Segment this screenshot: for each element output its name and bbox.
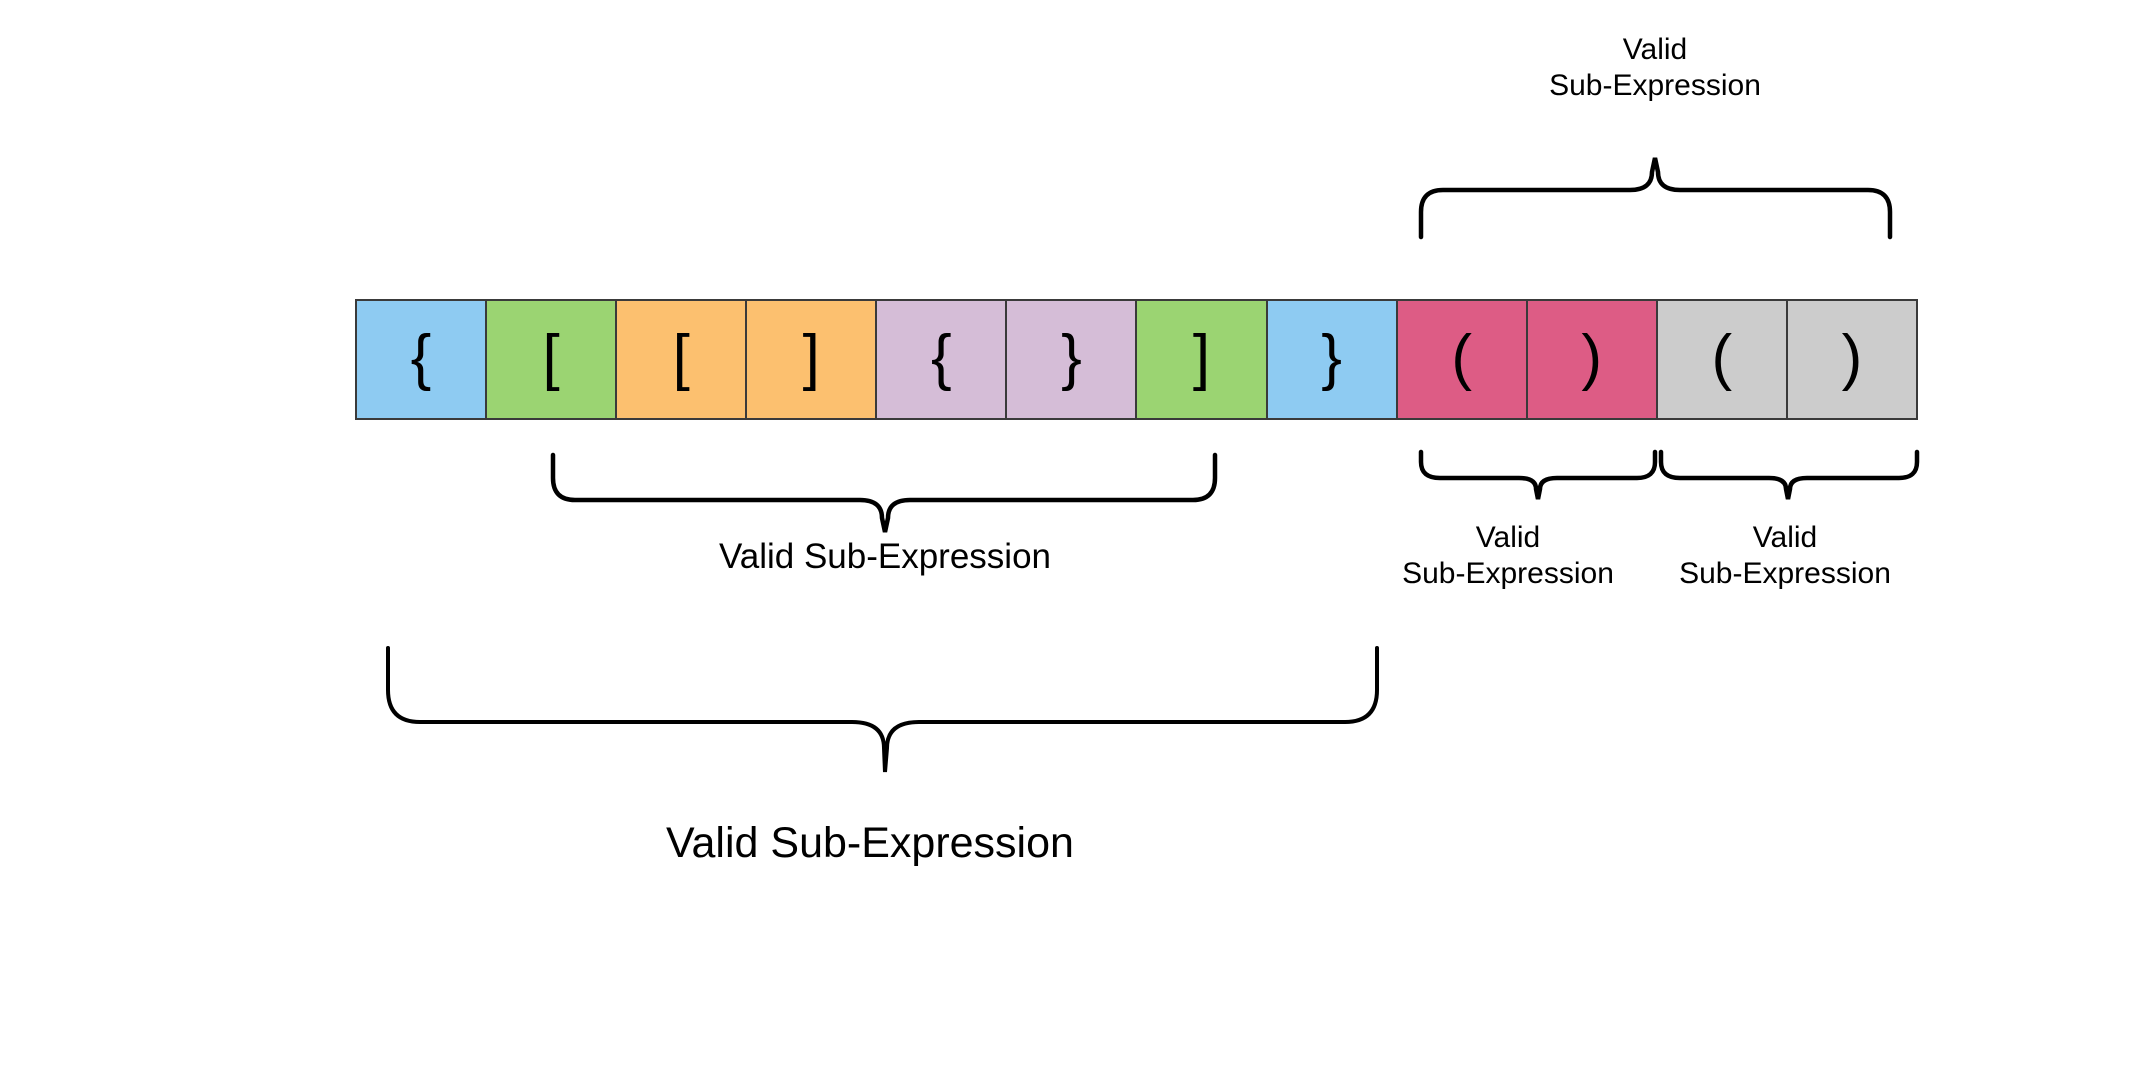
- token-cell-1[interactable]: {: [357, 301, 488, 418]
- token-glyph-11: (: [1711, 322, 1733, 392]
- token-cell-4[interactable]: ]: [747, 301, 878, 418]
- brace-bottom-right-2: [1658, 449, 1920, 500]
- annotation-label-bottom-right-1: Valid Sub-Expression: [1402, 521, 1614, 590]
- token-glyph-8: }: [1321, 322, 1342, 392]
- token-glyph-4: ]: [802, 322, 820, 392]
- annotation-label-bottom-right-2: Valid Sub-Expression: [1679, 521, 1891, 590]
- token-cell-11[interactable]: (: [1657, 301, 1788, 418]
- annotation-label-mid-left: Valid Sub-Expression: [718, 537, 1052, 576]
- token-glyph-5: {: [930, 322, 952, 392]
- token-cell-8[interactable]: }: [1267, 301, 1398, 418]
- token-glyph-6: }: [1061, 322, 1082, 392]
- annotation-label-top-right: Valid Sub-Expression: [1549, 33, 1761, 102]
- token-cell-6[interactable]: }: [1007, 301, 1138, 418]
- token-glyph-2: [: [542, 322, 560, 392]
- brace-bottom-main: [386, 646, 1379, 773]
- token-cell-2[interactable]: [: [487, 301, 618, 418]
- token-glyph-7: ]: [1192, 322, 1211, 392]
- token-glyph-1: {: [410, 322, 432, 392]
- brace-top-right: [1418, 157, 1893, 240]
- token-glyph-3: [: [672, 322, 690, 392]
- bracket-token-strip: { [ [ ] { } ] } ( ) ( ): [355, 299, 1918, 420]
- token-cell-12[interactable]: ): [1787, 301, 1916, 418]
- brace-mid-left: [550, 452, 1218, 533]
- token-cell-3[interactable]: [: [617, 301, 748, 418]
- token-cell-10[interactable]: ): [1527, 301, 1658, 418]
- token-glyph-9: (: [1451, 322, 1472, 392]
- token-glyph-10: ): [1581, 322, 1603, 392]
- token-cell-5[interactable]: {: [877, 301, 1008, 418]
- token-glyph-12: ): [1841, 322, 1863, 392]
- brace-bottom-right-1: [1418, 449, 1658, 500]
- annotation-label-bottom-main: Valid Sub-Expression: [666, 819, 1074, 867]
- token-cell-9[interactable]: (: [1397, 301, 1528, 418]
- token-cell-7[interactable]: ]: [1137, 301, 1268, 418]
